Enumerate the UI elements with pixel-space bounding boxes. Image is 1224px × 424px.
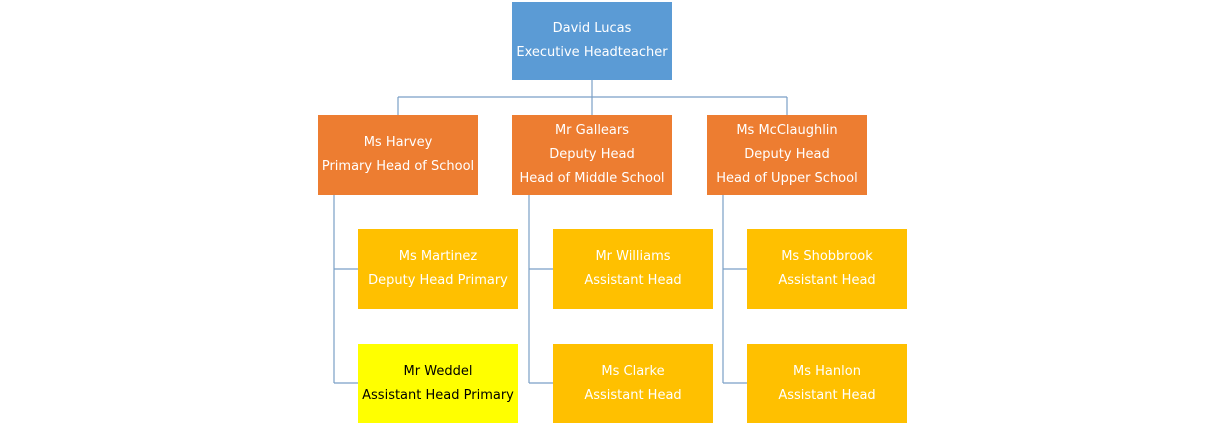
node-role: Assistant Head bbox=[778, 273, 876, 288]
node-name: Ms Harvey bbox=[363, 135, 433, 150]
node-deputy-head-primary: Ms Martinez Deputy Head Primary bbox=[358, 229, 518, 309]
node-name: Ms Hanlon bbox=[793, 363, 861, 379]
node-primary-head: Ms Harvey Primary Head of School bbox=[318, 115, 478, 195]
node-name: Ms Martinez bbox=[398, 249, 478, 264]
node-assistant-head-primary: Mr Weddel Assistant Head Primary bbox=[358, 344, 518, 423]
node-name: Ms McClaughlin bbox=[736, 123, 838, 138]
node-role-secondary: Head of Upper School bbox=[716, 171, 858, 186]
node-name: Ms Clarke bbox=[601, 363, 665, 379]
node-name: Ms Shobbrook bbox=[781, 249, 873, 264]
node-role: Primary Head of School bbox=[321, 159, 475, 174]
node-role: Assistant Head bbox=[778, 387, 876, 403]
node-assistant-head-shobbrook: Ms Shobbrook Assistant Head bbox=[747, 229, 907, 309]
node-role: Executive Headteacher bbox=[516, 45, 668, 60]
node-executive-headteacher: David Lucas Executive Headteacher bbox=[512, 2, 672, 80]
node-upper-school-head: Ms McClaughlin Deputy Head Head of Upper… bbox=[707, 115, 867, 195]
node-role-secondary: Head of Middle School bbox=[519, 171, 665, 186]
node-middle-school-head: Mr Gallears Deputy Head Head of Middle S… bbox=[512, 115, 672, 195]
node-name: Mr Weddel bbox=[403, 363, 473, 379]
node-assistant-head-clarke: Ms Clarke Assistant Head bbox=[553, 344, 713, 423]
node-name: Mr Gallears bbox=[554, 123, 630, 138]
node-assistant-head-williams: Mr Williams Assistant Head bbox=[553, 229, 713, 309]
node-role: Deputy Head Primary bbox=[368, 273, 508, 288]
node-role: Deputy Head bbox=[549, 147, 635, 162]
node-role: Deputy Head bbox=[744, 147, 830, 162]
node-role: Assistant Head bbox=[584, 387, 682, 403]
node-name: David Lucas bbox=[552, 21, 632, 36]
node-role: Assistant Head bbox=[584, 273, 682, 288]
node-assistant-head-hanlon: Ms Hanlon Assistant Head bbox=[747, 344, 907, 423]
node-name: Mr Williams bbox=[595, 249, 671, 264]
node-role: Assistant Head Primary bbox=[362, 387, 514, 403]
